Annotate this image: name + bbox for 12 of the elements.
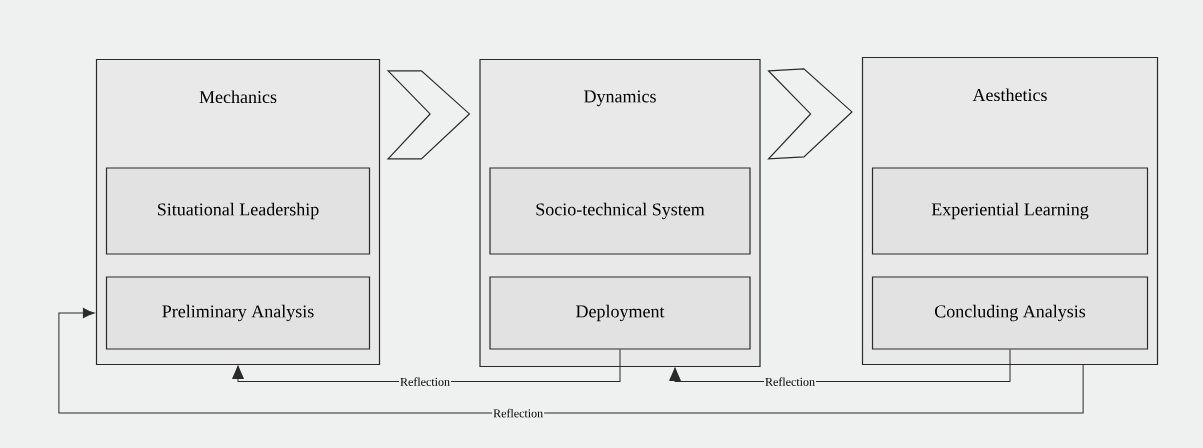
chevron-arrow <box>386 70 471 160</box>
component-box: Situational Leadership <box>105 167 371 255</box>
chevron-arrow <box>767 68 853 160</box>
component-box: Experiential Learning <box>871 167 1149 255</box>
feedback-arrow <box>58 307 1084 414</box>
component-box: Deployment <box>489 276 751 350</box>
edge-label: Reflection <box>492 407 545 419</box>
component-box: Socio-technical System <box>489 167 751 255</box>
component-box: Preliminary Analysis <box>105 276 371 350</box>
edge-label: Reflection <box>764 376 816 387</box>
edge-label: Reflection <box>399 376 451 387</box>
component-box: Concluding Analysis <box>871 276 1149 350</box>
